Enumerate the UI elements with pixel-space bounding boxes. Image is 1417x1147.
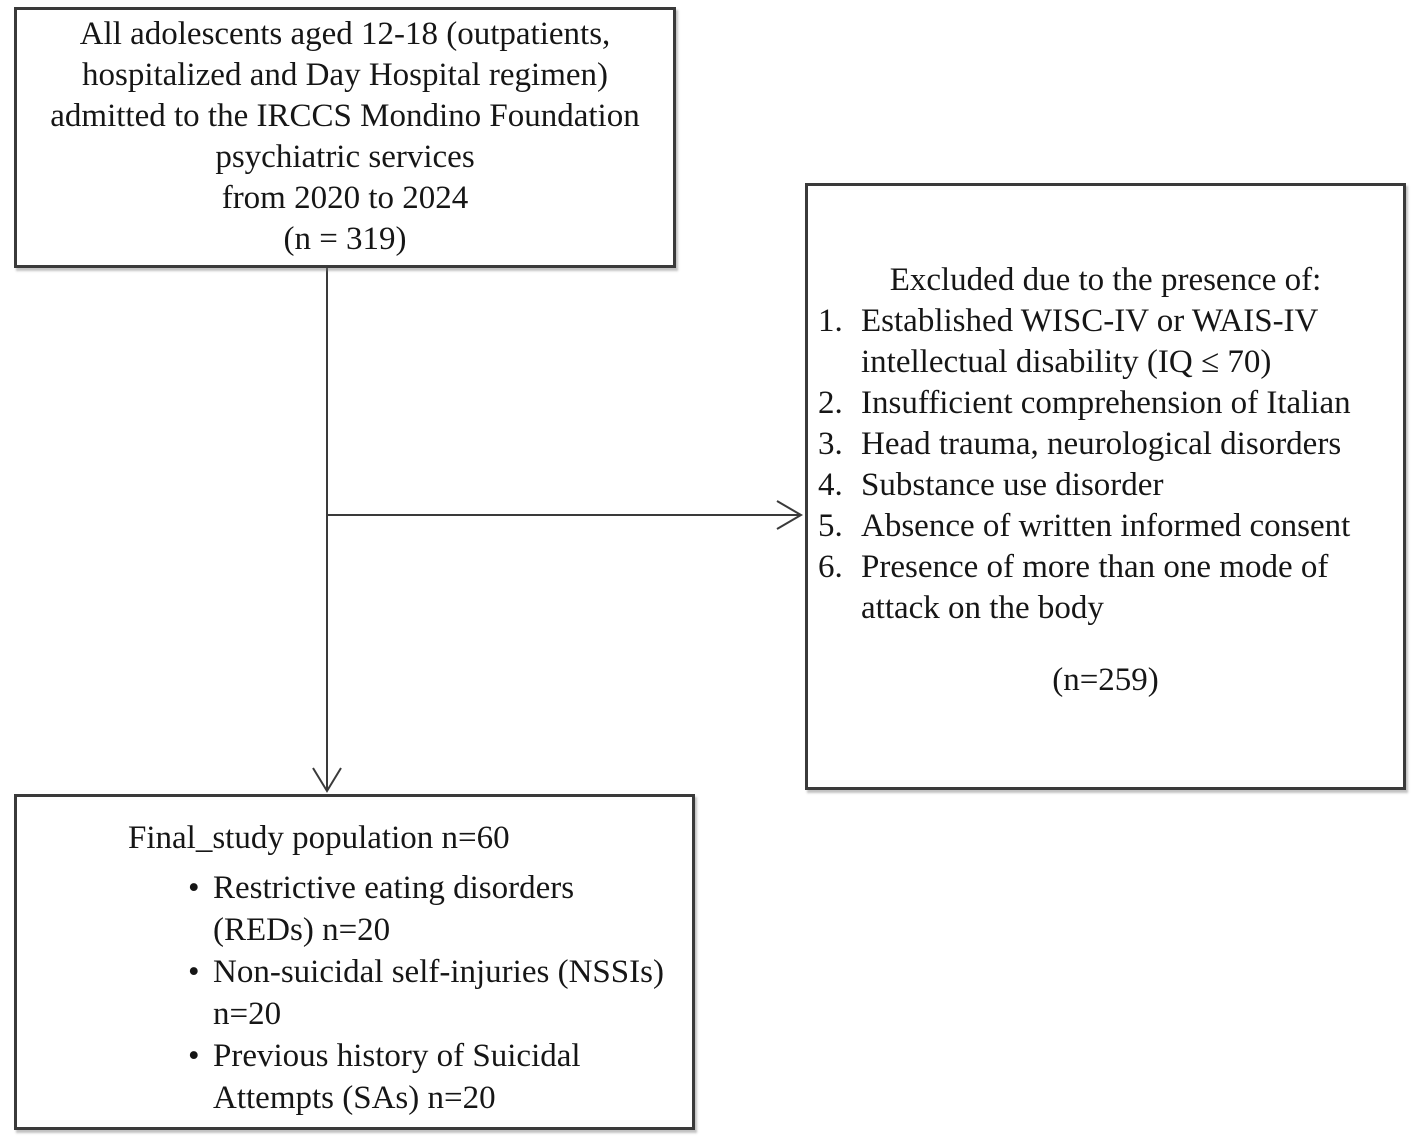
list-item: • Previous history of Suicidal Attempts …: [188, 1035, 692, 1119]
exclusion-item-text: Head trauma, neurological disorders: [861, 426, 1342, 462]
flow-box-population: All adolescents aged 12-18 (outpatients,…: [14, 7, 676, 268]
exclusion-item-number: 2.: [818, 385, 843, 421]
exclusion-item-text: Absence of written informed consent: [861, 508, 1351, 544]
final-population-title: Final_study population n=60: [128, 820, 510, 856]
final-group-list: • Restrictive eating disorders (REDs) n=…: [17, 867, 692, 1119]
bullet-icon: •: [188, 1038, 200, 1074]
flow-box-final: Final_study population n=60 • Restrictiv…: [14, 794, 695, 1130]
arrow-right-icon: [776, 500, 803, 530]
exclusion-item-number: 1.: [818, 303, 843, 339]
exclusion-item-number: 5.: [818, 508, 843, 544]
final-group-text: Restrictive eating disorders (REDs) n=20: [213, 870, 575, 948]
exclusion-item-text: Presence of more than one mode of attack…: [861, 549, 1329, 626]
exclusion-item-text: Established WISC-IV or WAIS-IV intellect…: [861, 303, 1319, 380]
exclusion-item: 1. Established WISC-IV or WAIS-IV intell…: [808, 301, 1403, 383]
list-item: • Non-suicidal self-injuries (NSSIs) n=2…: [188, 951, 692, 1035]
final-group-text: Previous history of Suicidal Attempts (S…: [213, 1038, 581, 1116]
exclusion-item: 6. Presence of more than one mode of att…: [808, 547, 1403, 629]
exclusion-item-text: Substance use disorder: [861, 467, 1164, 503]
exclusion-item: 4. Substance use disorder: [808, 465, 1403, 506]
exclusion-item-number: 3.: [818, 426, 843, 462]
exclusion-item: 5. Absence of written informed consent: [808, 506, 1403, 547]
list-item: • Restrictive eating disorders (REDs) n=…: [188, 867, 692, 951]
exclusion-list: 1. Established WISC-IV or WAIS-IV intell…: [808, 301, 1403, 629]
exclusion-item-text: Insufficient comprehension of Italian: [861, 385, 1351, 421]
exclusion-item-number: 6.: [818, 549, 843, 585]
exclusion-item: 2. Insufficient comprehension of Italian: [808, 383, 1403, 424]
exclusion-item: 3. Head trauma, neurological disorders: [808, 424, 1403, 465]
flow-box-excluded: Excluded due to the presence of: 1. Esta…: [805, 183, 1406, 790]
bullet-icon: •: [188, 954, 200, 990]
exclusion-count: (n=259): [1052, 662, 1159, 698]
final-group-text: Non-suicidal self-injuries (NSSIs) n=20: [213, 954, 664, 1032]
exclusion-heading: Excluded due to the presence of:: [889, 262, 1322, 298]
exclusion-item-number: 4.: [818, 467, 843, 503]
population-box-text: All adolescents aged 12-18 (outpatients,…: [50, 16, 640, 257]
arrow-down-icon: [312, 767, 342, 793]
bullet-icon: •: [188, 870, 200, 906]
